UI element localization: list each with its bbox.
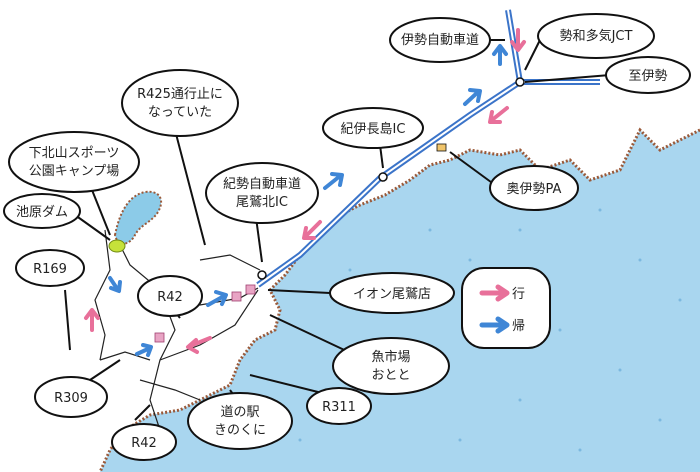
legend-return: 帰 xyxy=(479,316,525,334)
label-r42-upper: R42 xyxy=(137,275,203,317)
label-r42-lower: R42 xyxy=(111,423,177,461)
legend: 行 帰 xyxy=(461,267,551,349)
svg-text:R42: R42 xyxy=(157,290,183,305)
michi-line1: 道の駅 xyxy=(220,405,259,420)
owase-line2: 尾鷲北IC xyxy=(236,195,288,210)
label-owase-kita-ic: 紀勢自動車道 尾鷲北IC xyxy=(205,162,319,224)
label-michinoeki: 道の駅 きのくに xyxy=(187,392,293,450)
label-okuise-pa: 奥伊勢PA xyxy=(489,165,579,211)
label-shimokitayama: 下北山スポーツ 公園キャンプ場 xyxy=(8,131,140,193)
svg-text:池原ダム: 池原ダム xyxy=(16,205,68,220)
shimo-line2: 公園キャンプ場 xyxy=(29,164,120,179)
svg-text:R169: R169 xyxy=(33,262,67,277)
gyoshijo-line2: おとと xyxy=(371,368,410,383)
svg-text:紀伊長島IC: 紀伊長島IC xyxy=(341,122,406,137)
shimo-line1: 下北山スポーツ xyxy=(29,146,120,161)
leader-lines xyxy=(64,39,611,421)
owase-line1: 紀勢自動車道 xyxy=(223,177,301,192)
okuise-pa-marker xyxy=(436,143,447,152)
outbound-arrows xyxy=(84,28,526,354)
svg-text:R309: R309 xyxy=(54,391,88,406)
label-seiwa-taki-jct: 勢和多気JCT xyxy=(537,13,655,59)
label-aeon-owase: イオン尾鷲店 xyxy=(329,272,455,314)
svg-text:伊勢自動車道: 伊勢自動車道 xyxy=(401,33,479,48)
label-r169: R169 xyxy=(15,249,85,287)
campsite-marker xyxy=(108,239,126,253)
label-to-ise: 至伊勢 xyxy=(605,56,691,94)
svg-text:R42: R42 xyxy=(131,436,157,451)
label-ise-expressway: 伊勢自動車道 xyxy=(389,17,491,63)
owase-kita-ic-marker xyxy=(257,270,267,280)
kiise-nagashima-ic-marker xyxy=(378,172,388,182)
route-stops xyxy=(154,284,256,343)
r425-line2: なっていた xyxy=(148,105,212,120)
michi-line2: きのくに xyxy=(214,423,266,438)
return-arrows xyxy=(108,44,508,357)
svg-text:行: 行 xyxy=(512,287,525,302)
coastline xyxy=(98,127,700,472)
seiwa-taki-jct-marker xyxy=(515,77,525,87)
svg-text:奥伊勢PA: 奥伊勢PA xyxy=(507,182,562,197)
label-kiise-nagashima-ic: 紀伊長島IC xyxy=(322,107,424,149)
legend-outbound: 行 xyxy=(479,284,525,302)
svg-text:R311: R311 xyxy=(322,400,356,415)
label-gyoshijo: 魚市場 おとと xyxy=(332,337,450,395)
label-r309: R309 xyxy=(34,376,108,418)
label-r311: R311 xyxy=(306,387,372,425)
svg-text:帰: 帰 xyxy=(512,318,525,334)
svg-text:勢和多気JCT: 勢和多気JCT xyxy=(560,28,633,44)
svg-text:至伊勢: 至伊勢 xyxy=(628,69,667,84)
r425-line1: R425通行止に xyxy=(137,87,223,102)
label-r425-closed: R425通行止に なっていた xyxy=(121,69,239,137)
gyoshijo-line1: 魚市場 xyxy=(371,349,410,365)
label-ikehara-dam: 池原ダム xyxy=(3,193,81,229)
svg-text:イオン尾鷲店: イオン尾鷲店 xyxy=(353,287,431,302)
ikehara-dam-water xyxy=(113,190,163,245)
